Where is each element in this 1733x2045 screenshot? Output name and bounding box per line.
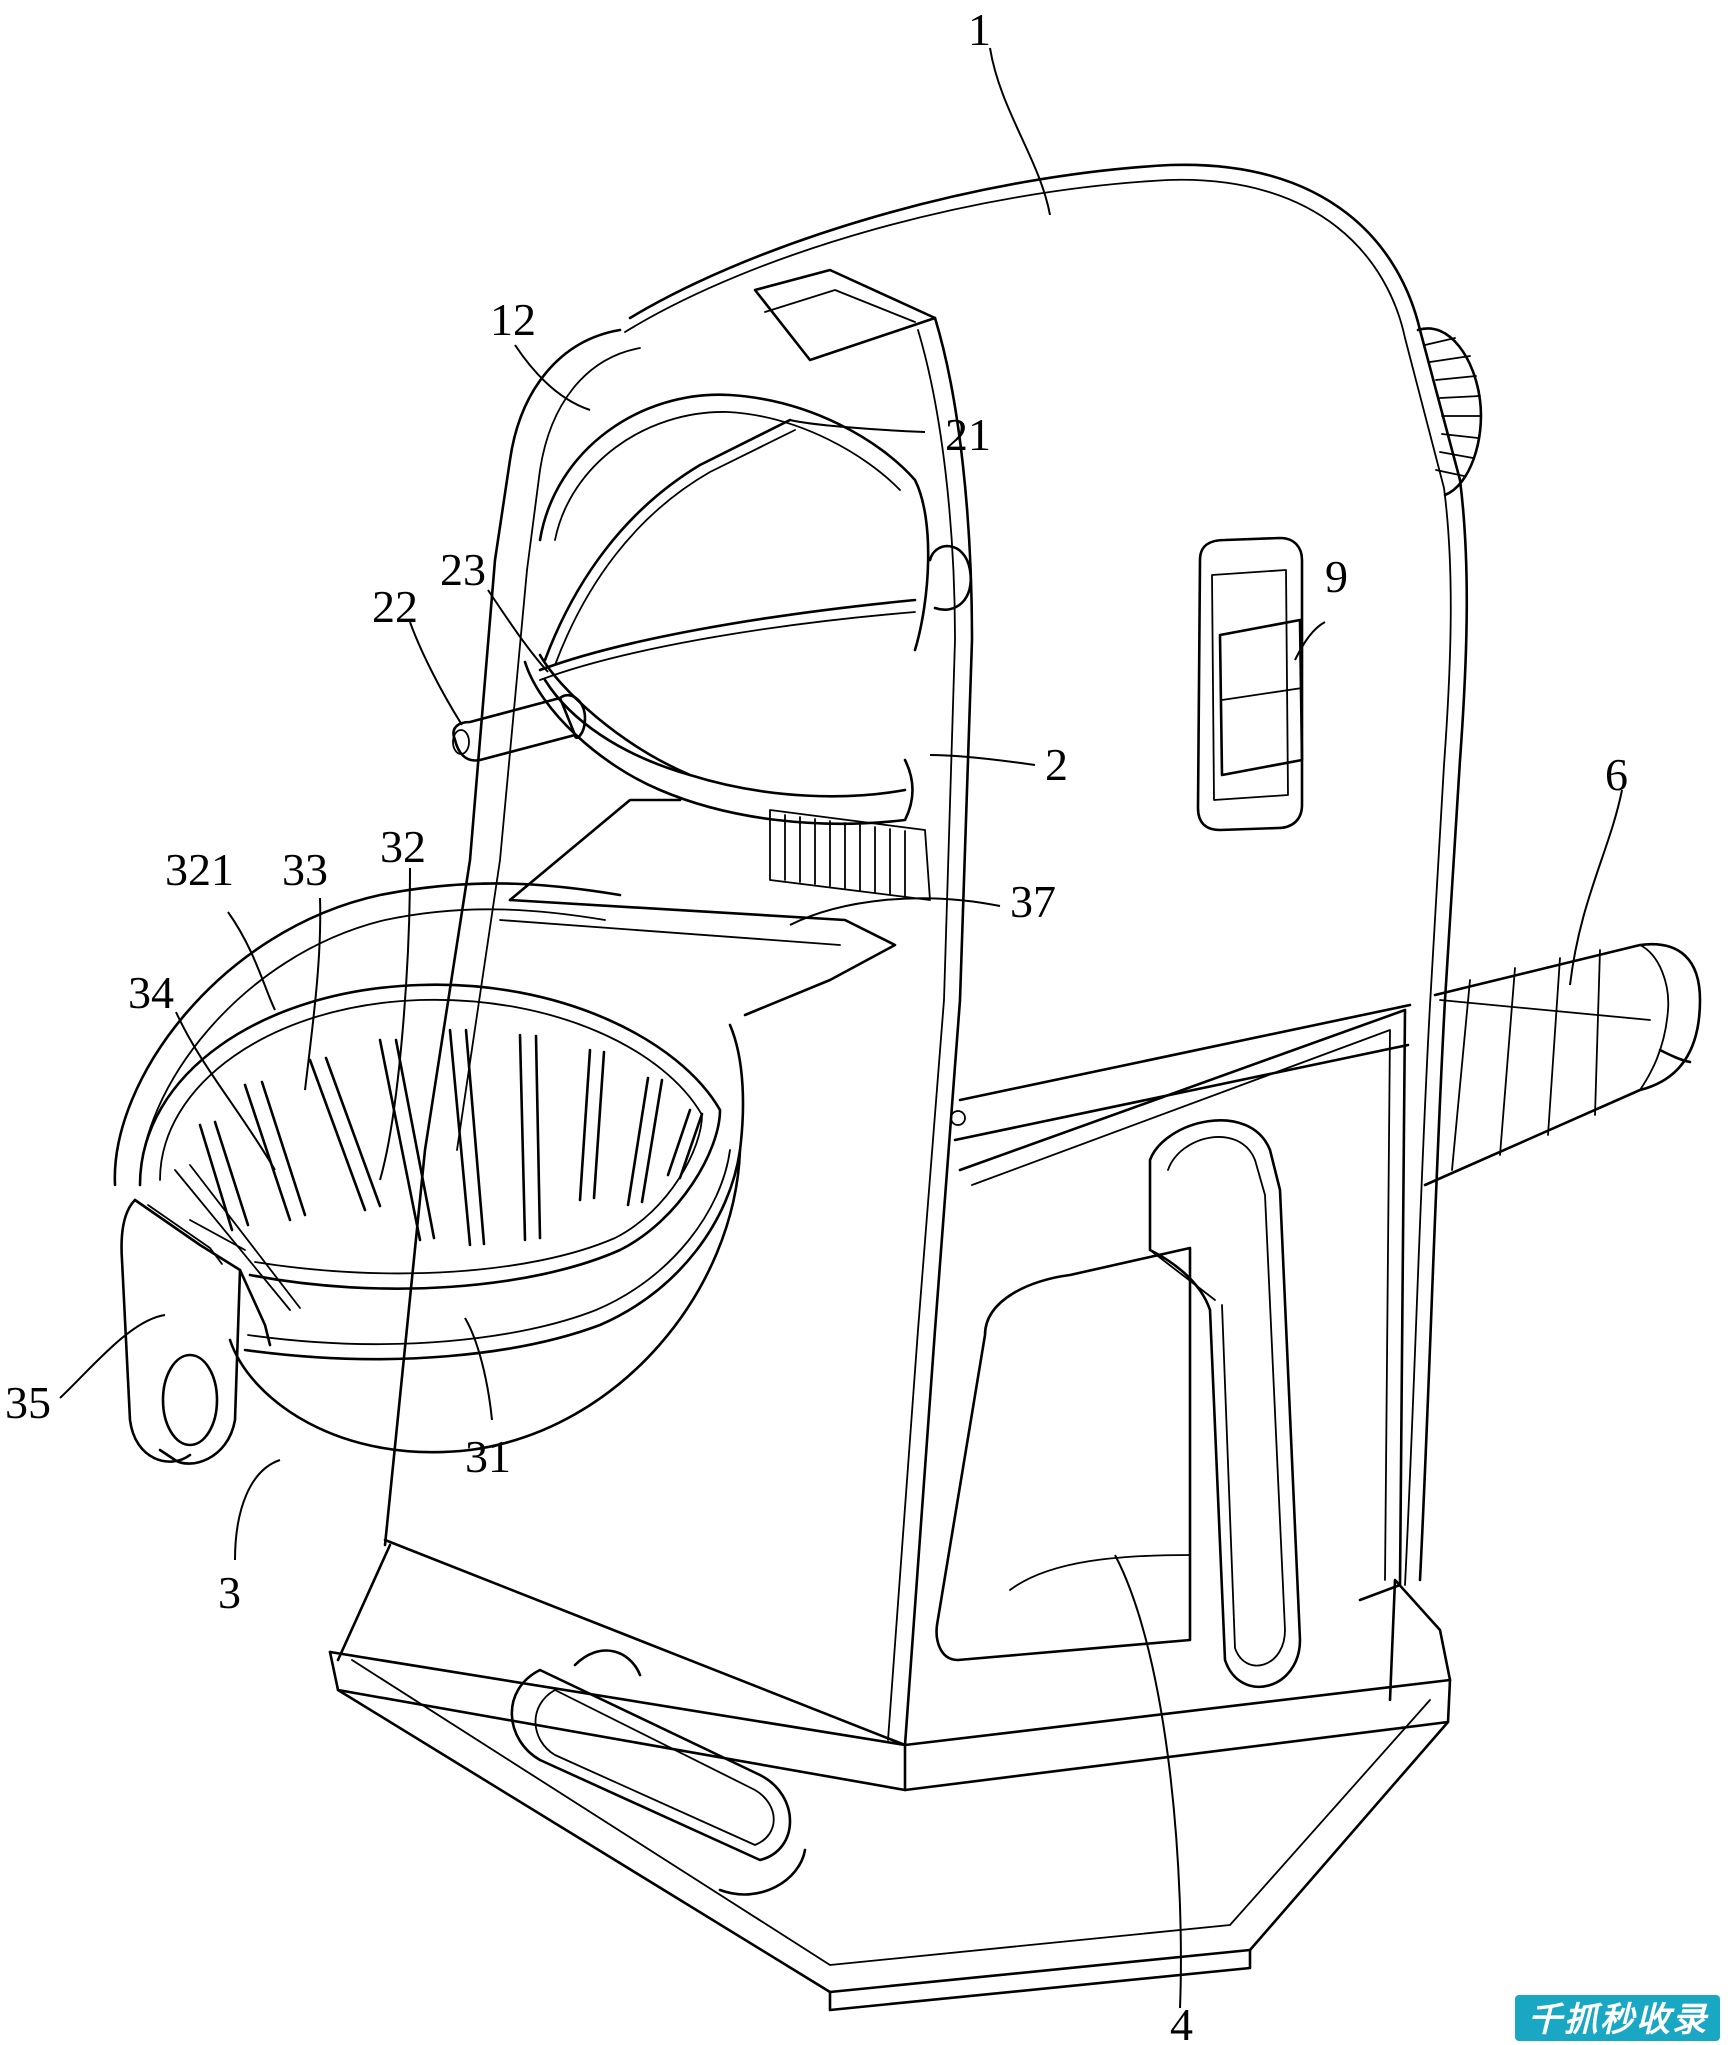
- label-35: 35: [5, 1377, 51, 1428]
- base: [328, 1538, 1452, 2012]
- label-21: 21: [945, 409, 991, 460]
- label-321: 321: [165, 844, 234, 895]
- label-31: 31: [465, 1431, 511, 1482]
- label-3: 3: [218, 1567, 241, 1618]
- reference-labels: 1 12 21 23 22 9 2 6 321 33 32 37 34 35 3…: [5, 4, 1628, 2045]
- label-34: 34: [128, 967, 174, 1018]
- label-9: 9: [1325, 551, 1348, 602]
- main-body: [383, 163, 1483, 1747]
- label-1: 1: [968, 4, 991, 55]
- watermark-background: [1515, 1995, 1720, 2041]
- label-22: 22: [372, 581, 418, 632]
- press-cone: [452, 393, 973, 1017]
- label-23: 23: [440, 544, 486, 595]
- watermark-text: 千抓秒收录: [1528, 2000, 1709, 2040]
- label-6: 6: [1605, 749, 1628, 800]
- side-handle: [1423, 942, 1702, 1187]
- label-33: 33: [282, 844, 328, 895]
- cup-assembly: [113, 882, 745, 1465]
- label-2: 2: [1045, 739, 1068, 790]
- watermark: 千抓秒收录: [1515, 1995, 1720, 2041]
- label-37: 37: [1010, 876, 1056, 927]
- leader-lines: [59, 47, 1623, 2009]
- label-12: 12: [490, 294, 536, 345]
- label-4: 4: [1170, 1999, 1193, 2045]
- label-32: 32: [380, 821, 426, 872]
